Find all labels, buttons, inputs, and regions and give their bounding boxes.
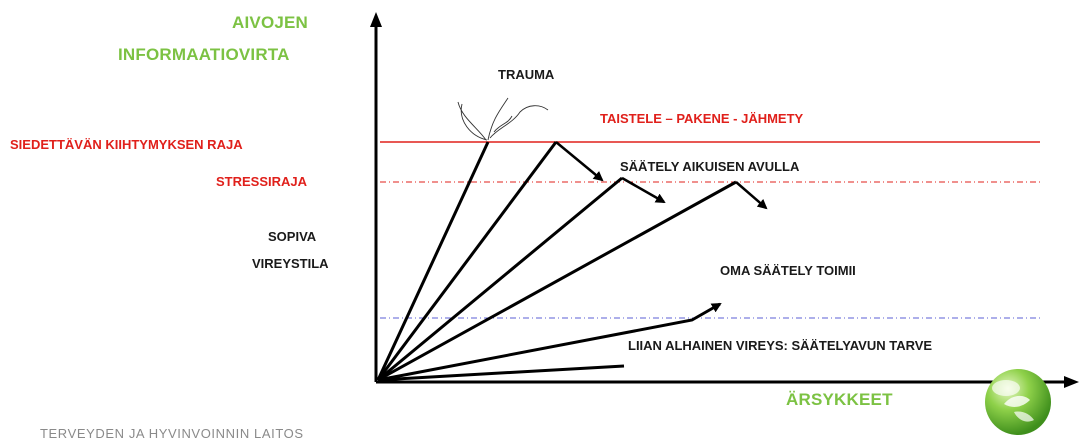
stress-rise-line-1: [378, 178, 622, 380]
trauma-smoke-icon: [458, 98, 548, 140]
adult-regulation-label: SÄÄTELY AIKUISEN AVULLA: [620, 160, 799, 173]
y-axis-label-line2: INFORMAATIOVIRTA: [118, 46, 290, 63]
low-arousal-label: LIIAN ALHAINEN VIREYS: SÄÄTELYAVUN TARVE: [628, 339, 932, 352]
trauma-rise-line: [378, 142, 488, 380]
stress-limit-label: STRESSIRAJA: [216, 175, 307, 188]
adult-help-arrow-3: [736, 182, 766, 208]
x-axis-label: ÄRSYKKEET: [786, 391, 893, 408]
x-axis-arrow-icon: [1064, 376, 1079, 388]
optimal-arousal-label-line1: SOPIVA: [268, 230, 316, 243]
tolerance-limit-label: SIEDETTÄVÄN KIIHTYMYKSEN RAJA: [10, 138, 243, 151]
fight-flight-label: TAISTELE – PAKENE - JÄHMETY: [600, 112, 803, 125]
optimal-arousal-label-line2: VIREYSTILA: [252, 257, 329, 270]
trauma-label: TRAUMA: [498, 68, 554, 81]
thl-orb-logo: [985, 369, 1051, 435]
adult-help-arrow-1: [556, 142, 602, 180]
y-axis-label-line1: AIVOJEN: [232, 14, 308, 31]
y-axis-arrow-icon: [370, 12, 382, 27]
self-regulation-label: OMA SÄÄTELY TOIMII: [720, 264, 856, 277]
fight-flight-rise-line: [378, 142, 556, 380]
